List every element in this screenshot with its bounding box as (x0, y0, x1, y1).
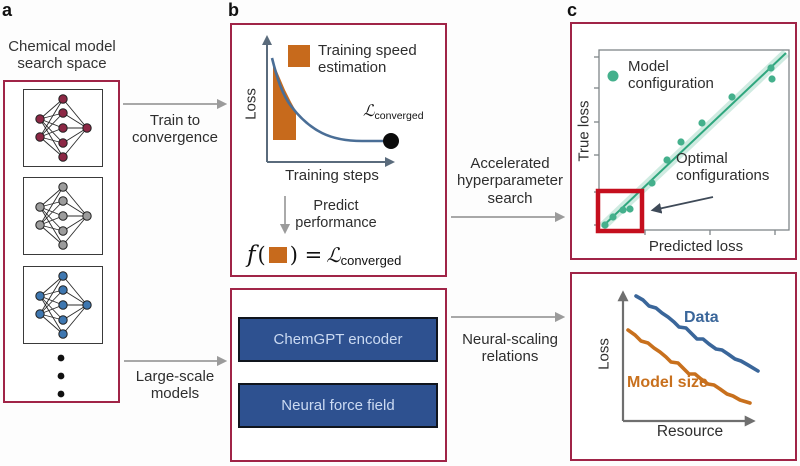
predict-performance-label: Predict performance (295, 198, 377, 231)
model-configuration-legend-label: Model configuration (628, 58, 714, 93)
resource-x-axis-label: Resource (656, 423, 724, 440)
predicted-loss-x-axis-label: Predicted loss (648, 238, 744, 255)
converged-subscript: converged (374, 110, 424, 122)
chemgpt-encoder-rect: ChemGPT encoder (238, 317, 438, 362)
formula-close-equals: ) = (289, 243, 323, 267)
panel-c-label: c (567, 0, 578, 20)
accelerated-search-label: Accelerated hyperparameter search (457, 155, 563, 207)
script-l-glyph: ℒ (363, 101, 375, 120)
panel-a-label: a (2, 0, 13, 20)
converged-loss-label: ℒconverged (363, 101, 424, 122)
panel-b-models-box (230, 288, 447, 462)
neural-force-field-rect: Neural force field (238, 383, 438, 428)
panel-a-title: Chemical model search space (8, 38, 116, 73)
loss-y-axis-label-c: Loss (595, 338, 613, 370)
nn-box-3 (23, 266, 103, 344)
model-size-series-label: Model size (627, 374, 708, 391)
performance-formula: f ( ) = ℒ converged (247, 241, 401, 269)
formula-script-l: ℒ (326, 243, 341, 267)
training-steps-x-axis-label: Training steps (285, 167, 379, 184)
optimal-configurations-label: Optimal configurations (676, 150, 770, 185)
formula-subscript: converged (340, 253, 402, 268)
formula-orange-square (268, 247, 287, 263)
panel-b-label: b (228, 0, 239, 20)
loss-y-axis-label-b: Loss (242, 88, 260, 120)
train-to-convergence-label: Train to convergence (132, 112, 218, 147)
large-scale-models-label: Large-scale models (135, 368, 215, 403)
neural-scaling-label: Neural-scaling relations (462, 331, 558, 366)
nn-box-2 (23, 177, 103, 255)
data-series-label: Data (684, 309, 719, 326)
true-loss-y-axis-label: True loss (575, 100, 593, 162)
formula-f: f (247, 242, 256, 268)
training-speed-legend-label: Training speed estimation (318, 42, 417, 77)
formula-open-paren: ( (257, 243, 266, 267)
nn-box-1 (23, 89, 103, 167)
